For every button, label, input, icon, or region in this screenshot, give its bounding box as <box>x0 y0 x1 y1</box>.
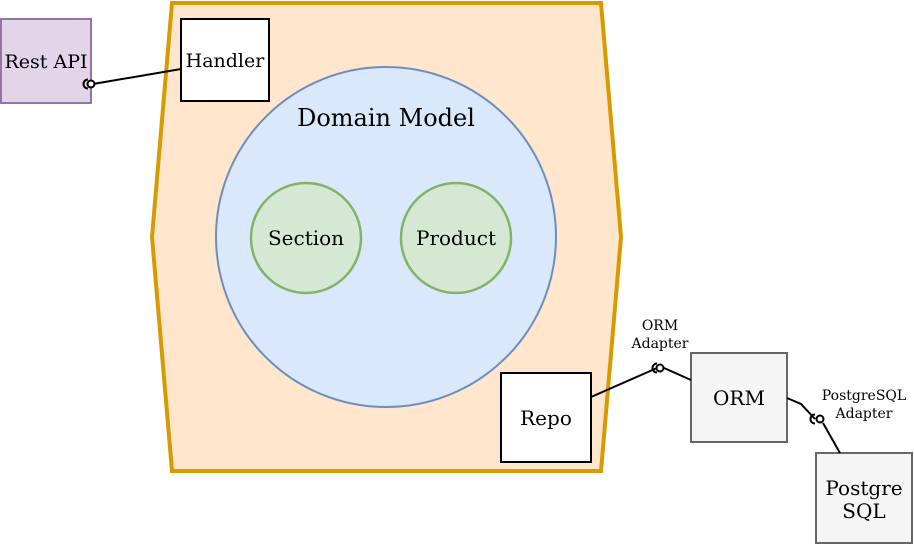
rest-api-node <box>0 18 92 104</box>
orm-node <box>690 352 788 443</box>
section-entity <box>249 181 363 295</box>
repo-orm-connector <box>590 367 658 398</box>
handler-label: Handler <box>186 50 266 72</box>
orm-label: ORM <box>713 386 765 410</box>
orm-adapter-label: ORM <box>642 318 678 334</box>
orm-adapter-socket <box>651 362 658 374</box>
orm-postgres-connector <box>786 397 816 420</box>
handler-node <box>180 18 270 102</box>
postgres-adapter-label: PostgreSQL <box>822 388 906 404</box>
rest-api-label: Rest API <box>5 51 88 73</box>
repo-label: Repo <box>520 406 572 430</box>
product-entity <box>399 181 513 295</box>
postgres-adapter-connector <box>822 422 841 454</box>
orm-adapter-ball <box>655 363 665 373</box>
orm-adapter-connector <box>663 367 692 381</box>
rest-interface-socket <box>82 78 89 90</box>
postgresql-node <box>815 452 913 544</box>
section-label: Section <box>268 226 344 250</box>
domain-model-label: Domain Model <box>297 104 475 132</box>
postgresql-label-line2: SQL <box>842 499 885 523</box>
postgres-adapter-label-line2: Adapter <box>835 406 893 422</box>
postgres-adapter-socket <box>809 413 816 425</box>
repo-node <box>500 372 592 463</box>
postgres-adapter-ball <box>815 414 825 424</box>
domain-model-circle <box>215 66 557 408</box>
rest-interface-ball <box>86 79 96 89</box>
product-label: Product <box>416 226 496 250</box>
postgresql-label: Postgre <box>825 476 902 500</box>
orm-adapter-label-line2: Adapter <box>631 336 689 352</box>
handler-rest-connector <box>92 68 182 85</box>
